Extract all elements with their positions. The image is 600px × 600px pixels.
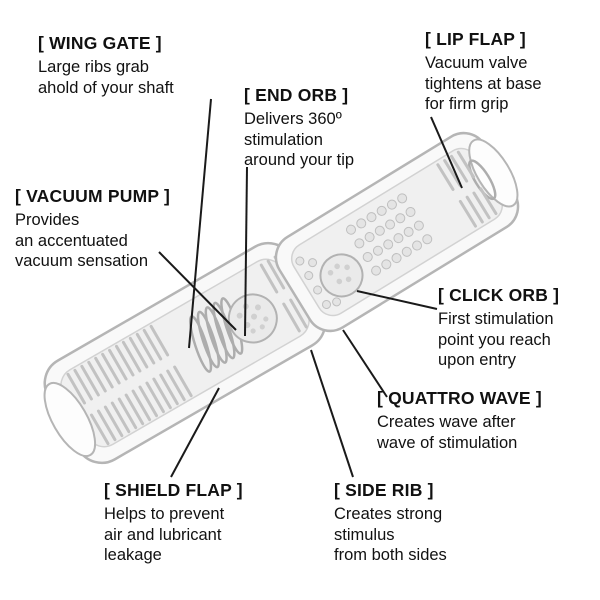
callout-title: [ QUATTRO WAVE ] bbox=[377, 388, 542, 408]
callout-title: [ SIDE RIB ] bbox=[334, 480, 434, 500]
leader-lines bbox=[158, 98, 463, 478]
shield-flap-cap bbox=[43, 381, 97, 458]
callout-lip-flap: [ LIP FLAP ] Vacuum valve tightens at ba… bbox=[425, 29, 542, 115]
leader-line-end-orb bbox=[244, 166, 248, 337]
leader-line-shield-flap bbox=[170, 387, 220, 478]
click-orb-ball bbox=[319, 253, 364, 298]
lip-flap-cap bbox=[468, 138, 519, 208]
callout-title: [ END ORB ] bbox=[244, 85, 349, 105]
grip-rib-band bbox=[436, 150, 498, 228]
callout-title: [ CLICK ORB ] bbox=[438, 285, 560, 305]
callout-title: [ VACUUM PUMP ] bbox=[15, 186, 170, 206]
callout-quattro-wave: [ QUATTRO WAVE ] Creates wave after wave… bbox=[377, 388, 542, 453]
callout-desc: Large ribs grab ahold of your shaft bbox=[38, 58, 174, 97]
callout-desc: Creates strong stimulus from both sides bbox=[334, 505, 447, 565]
leader-line-vacuum-pump bbox=[158, 251, 237, 331]
lip-flap-detail bbox=[468, 159, 497, 201]
callout-vacuum-pump: [ VACUUM PUMP ] Provides an accentuated … bbox=[15, 186, 170, 272]
callout-side-rib: [ SIDE RIB ] Creates strong stimulus fro… bbox=[334, 480, 447, 566]
end-orb-ball bbox=[227, 293, 278, 344]
callout-desc: Vacuum valve tightens at base for firm g… bbox=[425, 54, 542, 114]
quattro-wave-bumps bbox=[346, 193, 433, 276]
callout-click-orb: [ CLICK ORB ] First stimulation point yo… bbox=[438, 285, 559, 371]
leader-line-quattro-wave bbox=[342, 329, 388, 398]
callout-desc: Helps to prevent air and lubricant leaka… bbox=[104, 505, 225, 565]
entry-bumps bbox=[295, 256, 342, 310]
leader-line-click-orb bbox=[356, 290, 438, 310]
vacuum-pump-coil bbox=[188, 297, 244, 373]
callout-desc: First stimulation point you reach upon e… bbox=[438, 310, 554, 370]
device-right-half bbox=[274, 131, 520, 333]
leader-line-side-rib bbox=[310, 349, 354, 478]
callout-shield-flap: [ SHIELD FLAP ] Helps to prevent air and… bbox=[104, 480, 243, 566]
callout-desc: Creates wave after wave of stimulation bbox=[377, 413, 518, 452]
callout-title: [ WING GATE ] bbox=[38, 33, 162, 53]
wing-gate-ribs bbox=[66, 324, 193, 446]
callout-desc: Delivers 360º stimulation around your ti… bbox=[244, 110, 355, 170]
device-left-half bbox=[43, 241, 327, 465]
callout-end-orb: [ END ORB ] Delivers 360º stimulation ar… bbox=[244, 85, 354, 171]
callout-title: [ LIP FLAP ] bbox=[425, 29, 526, 49]
callout-title: [ SHIELD FLAP ] bbox=[104, 480, 243, 500]
leader-line-wing-gate bbox=[188, 98, 212, 349]
leader-line-lip-flap bbox=[430, 116, 463, 189]
callout-wing-gate: [ WING GATE ] Large ribs grab ahold of y… bbox=[38, 33, 174, 98]
callout-desc: Provides an accentuated vacuum sensation bbox=[15, 211, 148, 271]
